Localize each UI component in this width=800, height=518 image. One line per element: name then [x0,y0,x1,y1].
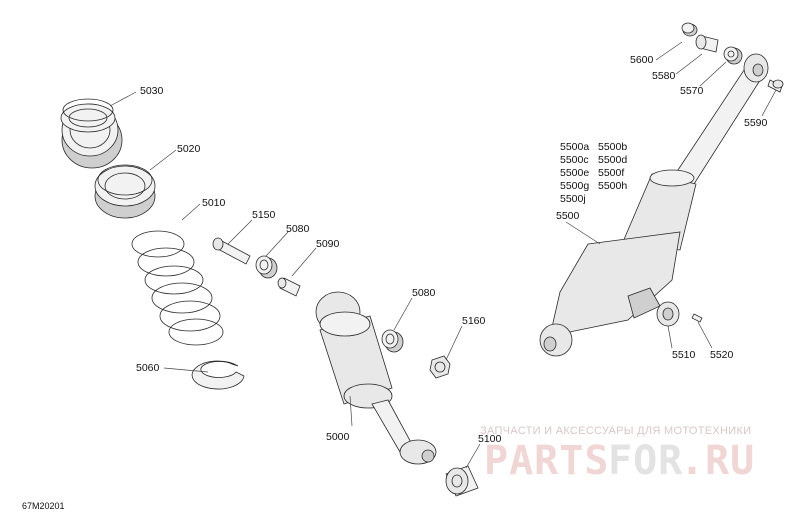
label-5570: 5570 [680,85,704,97]
bolt-5590[interactable] [767,79,784,93]
watermark-logo-parts: PARTS [484,438,609,484]
label-5510: 5510 [672,349,696,361]
label-5000: 5000 [326,431,350,443]
label-5160: 5160 [462,315,486,327]
label-5150: 5150 [252,209,276,221]
label-5500d: 5500d [598,154,627,166]
label-5500e: 5500e [560,167,589,179]
label-5020: 5020 [177,143,201,155]
bushing-5100[interactable] [445,465,479,497]
label-5030: 5030 [140,85,164,97]
label-5500a: 5500a [560,141,589,153]
watermark-logo-for: FOR [608,438,683,484]
watermark-tagline: ЗАПЧАСТИ И АКСЕССУАРЫ ДЛЯ МОТОТЕХНИКИ [480,425,751,437]
part-labels: 5030 5020 5010 5060 5150 5080 5090 5080 … [136,54,768,445]
watermark-logo-ru: .RU [680,438,755,484]
label-5500: 5500 [556,210,580,222]
label-5580: 5580 [652,70,676,82]
label-5010: 5010 [202,197,226,209]
label-5500c: 5500c [560,154,589,166]
bolt-5150[interactable] [212,237,251,265]
bushing-5570[interactable] [723,46,743,65]
bushing-5080-lower[interactable] [381,329,404,353]
leader-lines [109,41,777,469]
watermark: ЗАПЧАСТИ И АКСЕССУАРЫ ДЛЯ МОТОТЕХНИКИ PA… [480,425,755,484]
label-5500j: 5500j [560,193,586,205]
retaining-clip-5060[interactable] [191,360,245,390]
label-5520: 5520 [710,349,734,361]
label-5600: 5600 [630,54,654,66]
spring-collar-5020[interactable] [94,164,156,219]
label-5500h: 5500h [598,180,627,192]
coil-spring-5010[interactable] [131,230,224,346]
sleeve-5580[interactable] [695,34,719,53]
screw-5520[interactable] [691,313,703,323]
label-5080-upper: 5080 [286,223,310,235]
adjuster-knob-5510[interactable] [656,301,680,327]
bushing-5600[interactable] [681,22,698,37]
shock-absorber-5500[interactable] [539,53,769,357]
bushing-5080-upper[interactable] [255,255,278,279]
label-5500b: 5500b [598,141,627,153]
label-5500f: 5500f [598,167,624,179]
sleeve-5090[interactable] [277,277,301,297]
nut-5160[interactable] [429,355,451,379]
label-5060: 5060 [136,362,160,374]
label-5590: 5590 [744,117,768,129]
diagram-code: 67M20201 [22,501,65,511]
label-5500g: 5500g [560,180,589,192]
shock-absorber-5000[interactable] [315,291,437,465]
label-5080-lower: 5080 [412,287,436,299]
label-5090: 5090 [316,238,340,250]
spring-adjuster-ring-5030[interactable] [60,98,123,169]
label-5100: 5100 [478,433,502,445]
